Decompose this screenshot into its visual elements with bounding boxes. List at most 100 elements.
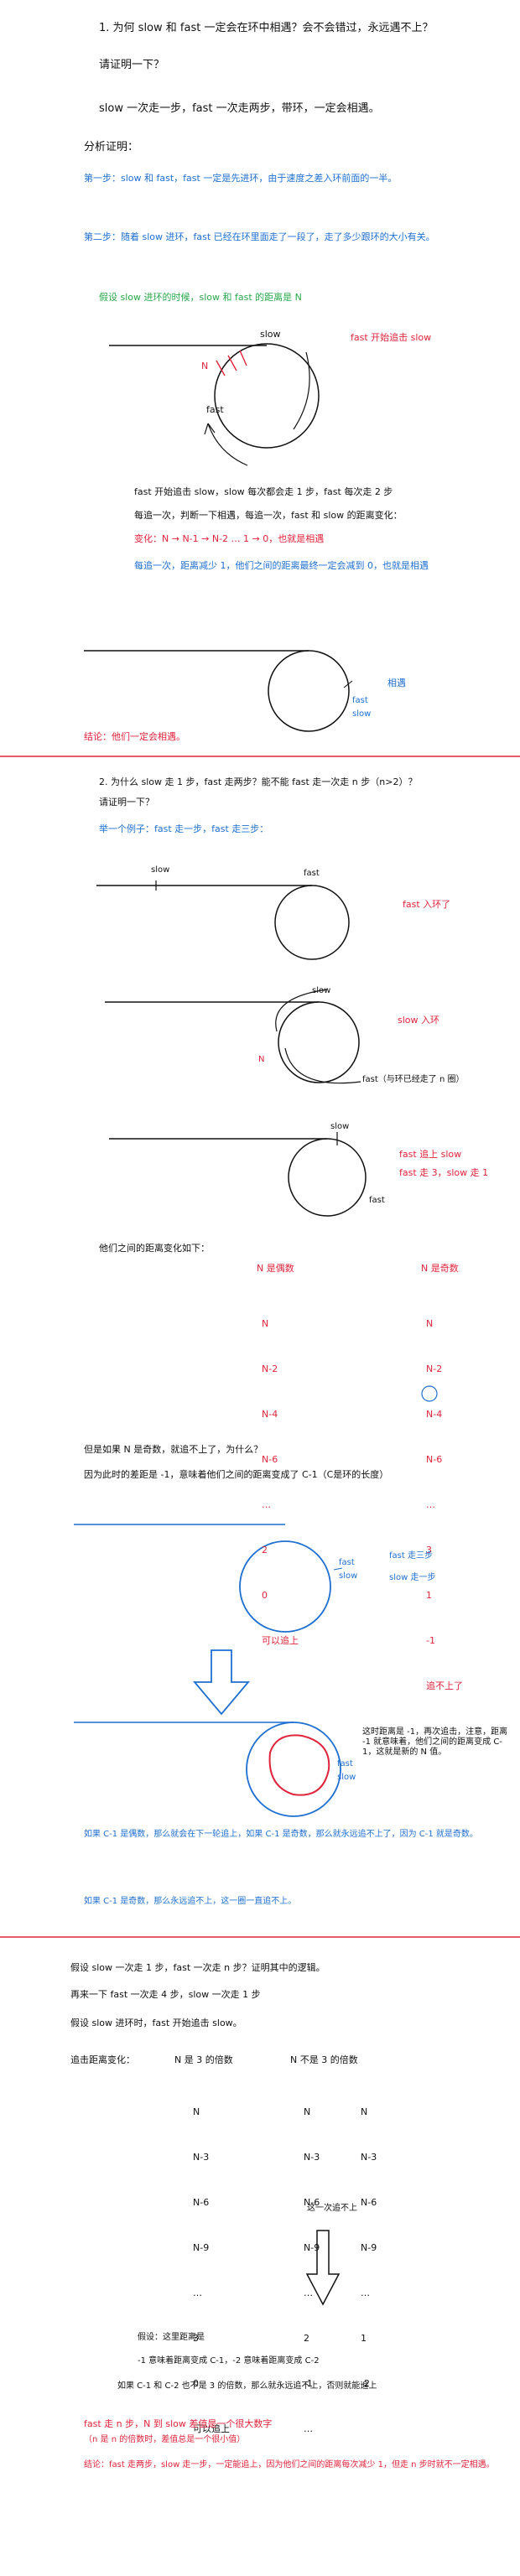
even-col-8: 追不上了 — [426, 1680, 463, 1691]
q3-right-col-2: N-6 — [361, 2197, 377, 2208]
odd-col-5: 2 — [262, 1545, 268, 1555]
d5-tag-slow: slow — [337, 1773, 356, 1782]
odd-col: N N-2 N-4 N-6 … 2 0 可以追上 — [262, 1286, 299, 1664]
q1-seq: 变化：N → N-1 → N-2 … 1 → 0，也就是相遇 — [134, 533, 325, 544]
q1-title: 1. 为何 slow 和 fast 一定会在环中相遇？会不会错过，永远遇不上？ — [99, 22, 434, 34]
q2-if-line: 但是如果 N 是奇数，就追不上了，为什么？ — [84, 1444, 263, 1455]
q3-left-col-4: … — [193, 2288, 202, 2298]
q3-summary2: -1 意味着距离变成 C-1，-2 意味着距离变成 C-2 — [138, 2356, 320, 2366]
odd-head: N 是偶数 — [257, 1263, 294, 1274]
q3-mid-col-3: N-9 — [304, 2242, 320, 2253]
q3-right-col-1: N-3 — [361, 2152, 377, 2163]
q3-mid-col-7: … — [304, 2423, 313, 2434]
q3-mid-col-4: … — [304, 2288, 313, 2298]
q3-left-col-2: N-6 — [193, 2197, 210, 2208]
diagram-q2-2 — [105, 989, 361, 1084]
q3-right-head: N 不是 3 的倍数 — [290, 2054, 358, 2065]
even-col-4: … — [426, 1499, 435, 1510]
d4-tag-fast: fast — [339, 1558, 355, 1567]
odd-col-1: N-2 — [262, 1363, 278, 1374]
d2-slow: slow — [312, 986, 331, 995]
q1-rule: slow 一次走一步，fast 一次走两步，带环，一定会相遇。 — [99, 102, 380, 115]
meet-tag-slow: slow — [352, 709, 372, 719]
q3-left-col-1: N-3 — [193, 2152, 210, 2163]
q3-dist-title: 追击距离变化： — [70, 2054, 135, 2065]
q3-mid-col-1: N-3 — [304, 2152, 320, 2163]
diagram-q2-4 — [74, 1524, 343, 1633]
q1-prompt: 请证明一下？ — [99, 59, 165, 71]
q3-summary3: 如果 C-1 和 C-2 也不是 3 的倍数，那么就永远追不上，否则就能追上 — [117, 2381, 377, 2391]
q3-left-col-7: 可以追上 — [193, 2423, 230, 2434]
q3-right-col-6: -2 — [361, 2378, 370, 2389]
d2-fast: fast（与环已经走了 n 圈） — [362, 1075, 465, 1084]
odd-col-3: N-6 — [262, 1454, 278, 1465]
q1-p1: fast 开始追击 slow，slow 每次都会走 1 步，fast 每次走 2… — [134, 486, 393, 497]
q1-p3: 每追一次，距离减少 1，他们之间的距离最终一定会减到 0，也就是相遇 — [134, 560, 429, 571]
even-col-3: N-6 — [426, 1454, 443, 1465]
d3-slow: slow — [330, 1122, 350, 1131]
q2-reason-line: 因为此时的差距是 -1，意味着他们之间的距离变成了 C-1（C是环的长度） — [84, 1469, 389, 1480]
d5-note: 这时距离是 -1，再次追击，注意，距离 -1 就意味着，他们之间的距离变成 C-… — [362, 1727, 508, 1757]
d4-note1: fast 走三步 — [389, 1551, 433, 1561]
q3-hyp1: 假设 slow 一次走 1 步，fast 一次走 n 步？证明其中的逻辑。 — [70, 1962, 325, 1973]
q3-hyp2: 再来一下 fast 一次走 4 步，slow 一次走 1 步 — [70, 1989, 261, 2000]
odd-col-0: N — [262, 1318, 269, 1329]
q3-mid-col-0: N — [304, 2106, 311, 2117]
q3-left-head: N 是 3 的倍数 — [174, 2054, 233, 2065]
diagram-q2-3 — [109, 1132, 367, 1217]
even-col-5: 3 — [426, 1545, 432, 1555]
q1-p2: 每追一次，判断一下相遇，每追一次，fast 和 slow 的距离变化： — [134, 510, 403, 521]
dia1-slow: slow — [260, 329, 281, 340]
q3-right-col: N N-3 N-6 N-9 … 1 -2 — [361, 2075, 377, 2407]
d4-tag-slow: slow — [339, 1571, 358, 1581]
even-col: N N-2 N-4 N-6 … 3 1 -1 追不上了 — [426, 1286, 463, 1709]
q3-right-col-5: 1 — [361, 2333, 367, 2344]
diagram-ring-chase — [109, 343, 320, 466]
odd-col-4: … — [262, 1499, 271, 1510]
q2-case2: 如果 C-1 是奇数，那么永远追不上，这一圈一直追不上。 — [84, 1897, 297, 1906]
even-col-7: -1 — [426, 1635, 435, 1646]
q3-mid-col-2: N-6 — [304, 2197, 320, 2208]
meet-tag-fast: fast — [352, 696, 368, 705]
highlight-circle — [421, 1385, 438, 1402]
q3-mid-col-6: -1 — [304, 2378, 313, 2389]
d1-slow: slow — [151, 865, 170, 875]
diagram-q2-1 — [96, 880, 350, 960]
even-head: N 是奇数 — [421, 1263, 459, 1274]
q3-left-col-0: N — [193, 2106, 200, 2117]
down-arrow-icon-2 — [305, 2230, 341, 2306]
q2-prompt: 请证明一下？ — [99, 797, 154, 808]
d3-note2: fast 走 3，slow 走 1 — [399, 1167, 489, 1178]
even-col-6: 1 — [426, 1590, 432, 1601]
dia1-fast: fast — [206, 404, 224, 415]
q2-title: 2. 为什么 slow 走 1 步，fast 走两步？能不能 fast 走一次走… — [99, 776, 418, 787]
odd-col-2: N-4 — [262, 1409, 278, 1420]
even-col-0: N — [426, 1318, 434, 1329]
d3-fast: fast — [369, 1196, 385, 1205]
q3-left-col: N N-3 N-6 N-9 … 3 0 可以追上 — [193, 2075, 230, 2452]
q1-analysis-title: 分析证明： — [84, 141, 139, 153]
d3-note1: fast 追上 slow — [399, 1149, 462, 1160]
q2-dist-title: 他们之间的距离变化如下： — [99, 1243, 210, 1254]
odd-col-7: 可以追上 — [262, 1635, 299, 1646]
meet-label: 相遇 — [387, 678, 406, 688]
q3-right-col-0: N — [361, 2106, 368, 2117]
d1-fast: fast — [304, 869, 320, 878]
q3-right-col-3: N-9 — [361, 2242, 377, 2253]
q3-mid-col-5: 2 — [304, 2333, 309, 2344]
odd-col-6: 0 — [262, 1590, 268, 1601]
q1-step1: 第一步：slow 和 fast，fast 一定是先进环，由于速度之差入环前面的一… — [84, 173, 398, 184]
q2-case1: 如果 C-1 是偶数，那么就会在下一轮追上，如果 C-1 是奇数，那么就永远追不… — [84, 1830, 478, 1839]
down-arrow-icon — [193, 1649, 250, 1716]
q3-left-col-3: N-9 — [193, 2242, 210, 2253]
q1-assume: 假设 slow 进环的时候，slow 和 fast 的距离是 N — [99, 292, 302, 303]
d2-n: N — [258, 1055, 265, 1064]
even-col-1: N-2 — [426, 1363, 443, 1374]
q3-right-col-4: … — [361, 2288, 370, 2298]
q2-example: 举一个例子：fast 走一步，fast 走三步： — [99, 823, 269, 834]
q1-step2: 第二步：随着 slow 进环，fast 已经在环里面走了一段了，走了多少跟环的大… — [84, 231, 435, 242]
d2-note: slow 入环 — [398, 1015, 440, 1026]
q3-red2: （n 是 n 的倍数时，差值总是一个很小值） — [84, 2435, 246, 2444]
q3-mid-col: N N-3 N-6 N-9 … 2 -1 … — [304, 2075, 320, 2452]
